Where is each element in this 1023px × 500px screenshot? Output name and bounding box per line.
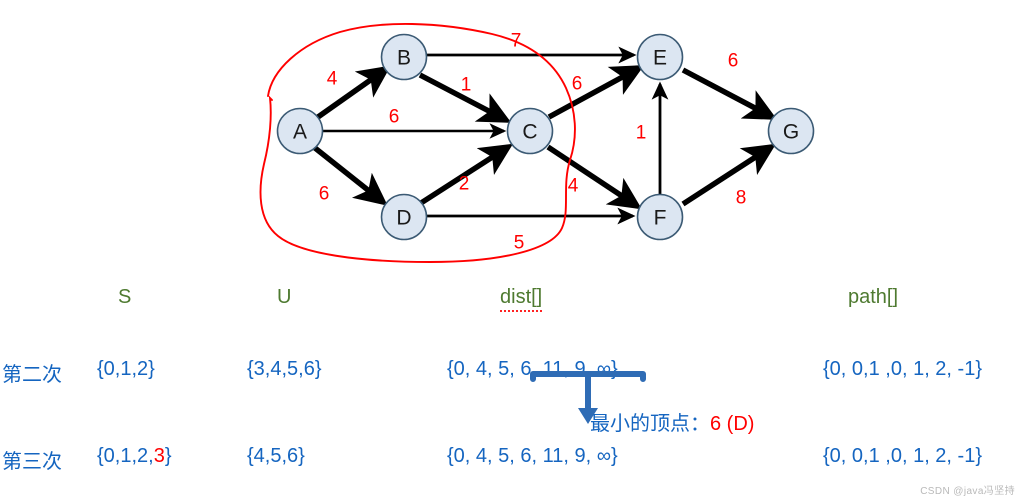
row-iteration-label: 第二次 <box>2 364 62 386</box>
row-set-s: {0,1,2,3} <box>97 445 172 468</box>
edge-weight-B-C: 1 <box>461 75 472 96</box>
watermark: CSDN @java冯坚持 <box>920 486 1015 497</box>
graph-node-C[interactable]: C <box>506 107 554 155</box>
graph-node-G[interactable]: G <box>767 107 815 155</box>
min-vertex-value: 6 (D) <box>710 413 755 435</box>
node-label-G: G <box>783 121 799 144</box>
edge-weight-D-F: 5 <box>514 233 525 254</box>
edge-weight-E-G: 6 <box>728 51 739 72</box>
edge-weight-B-E: 7 <box>511 31 522 52</box>
edge-weight-C-F: 4 <box>568 176 579 197</box>
dijkstra-iteration-table: S U dist[] path[] 第二次 {0,1,2} {3,4,5,6} … <box>0 282 1023 500</box>
edge-C-E <box>547 65 645 120</box>
edge-weight-F-G: 8 <box>736 188 747 209</box>
table-row: 第二次 {0,1,2} {3,4,5,6} {0, 4, 5, 6, 11, 9… <box>0 358 1023 390</box>
min-vertex-annotation-bracket <box>530 371 646 424</box>
edge-weight-A-C: 6 <box>389 107 400 128</box>
edge-E-G <box>681 67 778 120</box>
table-row: 第三次 {0,1,2,3} {4,5,6} {0, 4, 5, 6, 11, 9… <box>0 445 1023 477</box>
graph-node-B[interactable]: B <box>380 33 428 81</box>
edge-weight-D-C: 2 <box>459 174 470 195</box>
row-set-u: {4,5,6} <box>247 445 305 467</box>
edge-F-G <box>681 143 777 207</box>
row-dist-array: {0, 4, 5, 6, 11, 9, ∞} <box>447 445 618 467</box>
node-label-D: D <box>396 207 411 230</box>
edge-weight-C-E: 6 <box>572 74 583 95</box>
visited-set-outline <box>259 22 576 263</box>
column-header-s: S <box>118 286 132 308</box>
edge-D-C <box>419 143 514 206</box>
edge-A-B <box>316 65 391 120</box>
column-header-u: U <box>277 286 292 308</box>
row-iteration-label: 第三次 <box>2 451 62 473</box>
node-label-C: C <box>522 121 537 144</box>
row-path-array: {0, 0,1 ,0, 1, 2, -1} <box>823 445 983 467</box>
row-set-s: {0,1,2} <box>97 358 155 380</box>
node-label-B: B <box>397 47 411 70</box>
edge-A-D <box>313 145 388 206</box>
edge-weight-A-D: 6 <box>319 184 330 205</box>
column-header-path: path[] <box>848 286 899 308</box>
graph-node-F[interactable]: F <box>636 193 684 241</box>
row-set-s-suffix: } <box>164 445 172 467</box>
edge-B-C <box>418 72 512 123</box>
row-set-s-prefix: {0,1,2, <box>97 445 154 467</box>
row-set-s-new-vertex: 3 <box>153 445 165 467</box>
row-path-array: {0, 0,1 ,0, 1, 2, -1} <box>823 358 983 380</box>
column-header-dist: dist[] <box>500 286 543 312</box>
edge-weight-A-B: 4 <box>327 69 338 90</box>
node-label-F: F <box>654 207 667 230</box>
graph-node-A[interactable]: A <box>276 107 324 155</box>
min-vertex-label: 最小的顶点： <box>590 413 710 435</box>
node-label-E: E <box>653 47 667 70</box>
min-vertex-annotation-text: 最小的顶点：6 (D) <box>590 407 754 436</box>
table-header-row: S U dist[] path[] <box>0 286 1023 318</box>
row-set-u: {3,4,5,6} <box>247 358 322 380</box>
node-label-A: A <box>293 121 307 144</box>
dijkstra-graph: A B C D E F G 4 6 6 7 1 2 <box>259 22 815 263</box>
edge-weight-F-E: 1 <box>636 123 647 144</box>
graph-node-D[interactable]: D <box>380 193 428 241</box>
graph-node-E[interactable]: E <box>636 33 684 81</box>
edge-C-F <box>546 144 643 210</box>
